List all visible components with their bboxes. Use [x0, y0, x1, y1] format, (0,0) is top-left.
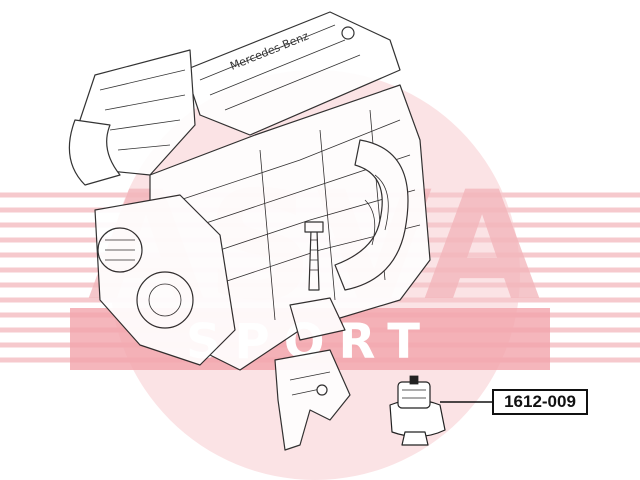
- exhaust-pipe: [334, 139, 409, 291]
- part-number-label: 1612-009: [492, 389, 588, 415]
- air-hose: [68, 119, 121, 186]
- engine-mount-part: [389, 375, 446, 446]
- engine-drawing: Mercedes-Benz: [68, 11, 431, 451]
- pulley: [136, 271, 194, 329]
- mount-bracket-left: [274, 349, 351, 451]
- oil-cap-icon: [341, 26, 355, 40]
- mount-pad-center: [289, 297, 346, 341]
